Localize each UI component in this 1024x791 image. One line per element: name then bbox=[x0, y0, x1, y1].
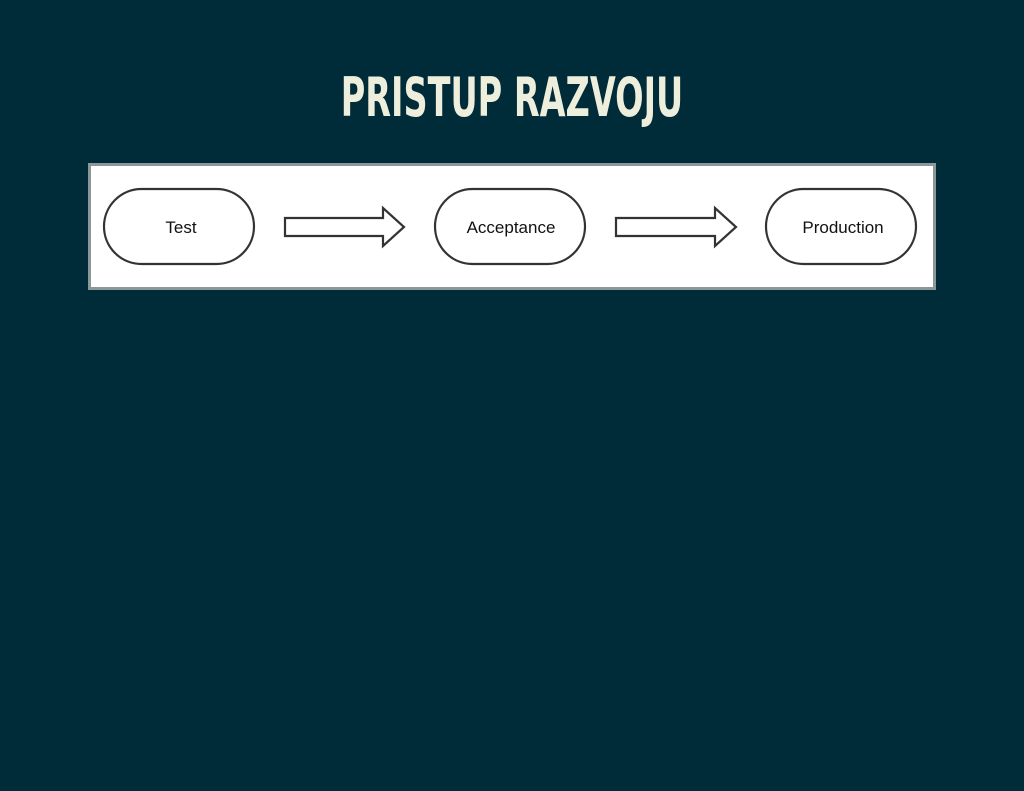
pipeline-diagram-svg: Test Acceptance Production bbox=[102, 187, 918, 266]
stage-test-shape bbox=[102, 187, 256, 266]
stage-acceptance: Acceptance bbox=[433, 187, 587, 266]
pipeline-diagram: Test Acceptance Production bbox=[88, 163, 936, 290]
stage-test-label: Test bbox=[165, 218, 196, 237]
stage-production-shape bbox=[764, 187, 918, 266]
slide-title: PRISTUP RAZVOJU bbox=[340, 66, 684, 129]
stage-production-label: Production bbox=[802, 218, 883, 237]
stage-test: Test bbox=[102, 187, 256, 266]
right-arrow-shape bbox=[614, 205, 738, 249]
right-arrow-icon bbox=[283, 205, 406, 249]
stage-acceptance-shape bbox=[433, 187, 587, 266]
right-arrow-shape bbox=[283, 205, 406, 249]
stage-acceptance-label: Acceptance bbox=[467, 218, 556, 237]
stage-production: Production bbox=[764, 187, 918, 266]
right-arrow-icon bbox=[614, 205, 738, 249]
